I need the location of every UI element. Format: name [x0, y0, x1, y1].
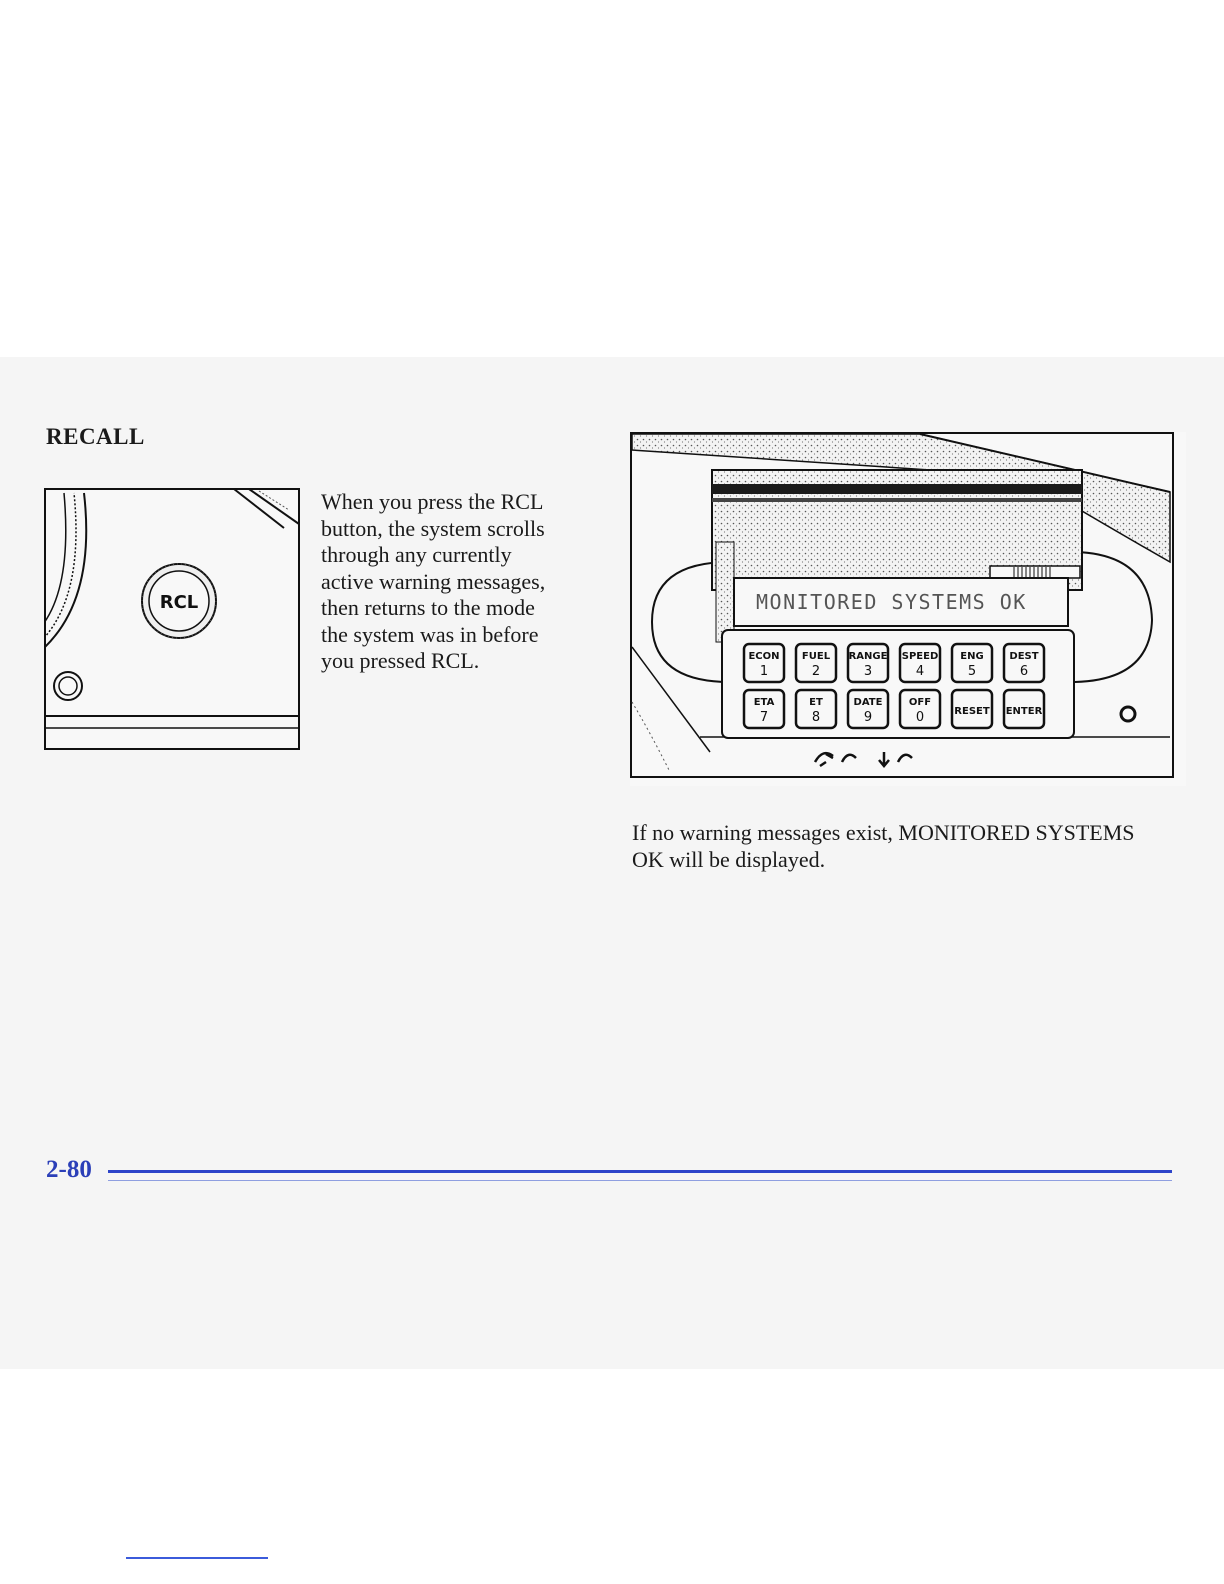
rcl-button-illustration: RCL	[44, 488, 300, 750]
key-number: 8	[812, 710, 820, 725]
key-label: ENG	[960, 651, 983, 662]
key-number: 1	[760, 664, 768, 679]
key-number: 7	[760, 710, 768, 725]
recall-description: When you press the RCL button, the syste…	[321, 489, 546, 673]
key-number: 4	[916, 664, 924, 679]
key-eta[interactable]: ETA 7	[742, 688, 786, 730]
key-number: 6	[1020, 664, 1028, 679]
key-number: 3	[864, 664, 872, 679]
key-dest[interactable]: DEST 6	[1002, 642, 1046, 684]
key-et[interactable]: ET 8	[794, 688, 838, 730]
key-label: FUEL	[802, 651, 831, 662]
key-reset[interactable]: RESET	[950, 688, 994, 730]
key-label: SPEED	[902, 651, 939, 662]
key-label: OFF	[909, 697, 931, 708]
key-number: 9	[864, 710, 872, 725]
key-label: ENTER	[1006, 706, 1043, 717]
key-number: 0	[916, 710, 924, 725]
footer-rule	[108, 1170, 1172, 1173]
key-number: 2	[812, 664, 820, 679]
key-label: ET	[809, 697, 823, 708]
key-off[interactable]: OFF 0	[898, 688, 942, 730]
key-fuel[interactable]: FUEL 2	[794, 642, 838, 684]
key-enter[interactable]: ENTER	[1002, 688, 1046, 730]
link-underline	[126, 1557, 268, 1559]
key-label: DATE	[854, 697, 883, 708]
rcl-button-label: RCL	[160, 592, 199, 613]
key-eng[interactable]: ENG 5	[950, 642, 994, 684]
key-range[interactable]: RANGE 3	[846, 642, 890, 684]
key-date[interactable]: DATE 9	[846, 688, 890, 730]
key-label: ECON	[748, 651, 779, 662]
key-speed[interactable]: SPEED 4	[898, 642, 942, 684]
monitored-systems-note: If no warning messages exist, MONITORED …	[632, 820, 1135, 872]
key-label: DEST	[1009, 651, 1038, 662]
key-label: ETA	[754, 697, 775, 708]
key-econ[interactable]: ECON 1	[742, 642, 786, 684]
display-message: MONITORED SYSTEMS OK	[756, 590, 1027, 614]
console-keypad-illustration: MONITORED SYSTEMS OK ECON 1 FUEL 2 RANGE 3 SPE…	[630, 432, 1186, 786]
section-heading: RECALL	[46, 424, 145, 449]
key-number: 5	[968, 664, 976, 679]
key-label: RESET	[954, 706, 990, 717]
footer-rule-thin	[108, 1180, 1172, 1181]
page-number: 2-80	[46, 1156, 92, 1183]
key-label: RANGE	[849, 651, 888, 662]
